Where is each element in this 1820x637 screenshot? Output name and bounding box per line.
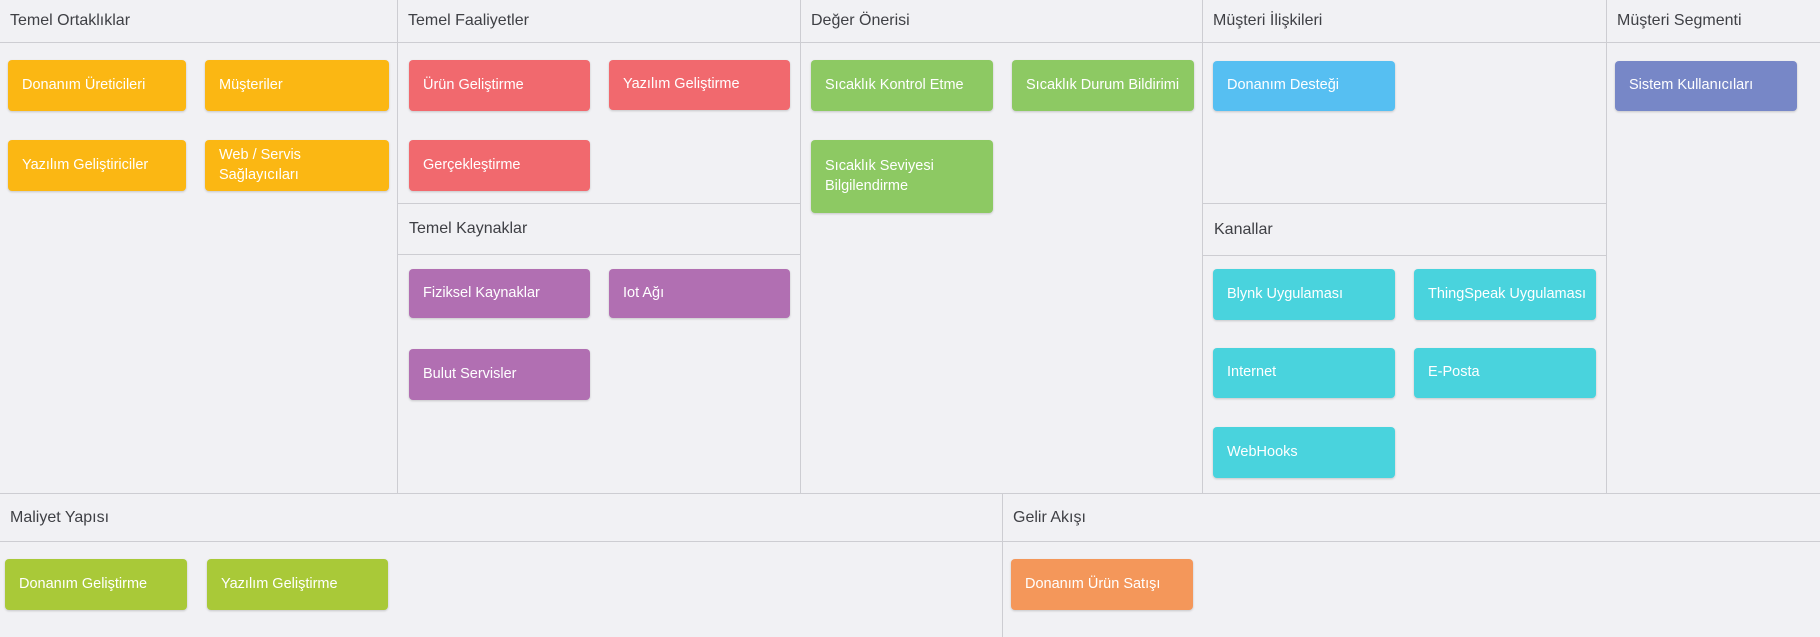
note-web-servis-saglayicilari[interactable]: Web / Servis Sağlayıcıları xyxy=(205,140,389,191)
note-iot-agi[interactable]: Iot Ağı xyxy=(609,269,790,318)
section-value-proposition: Değer Önerisi Sıcaklık Kontrol Etme Sıca… xyxy=(801,0,1203,493)
section-title: Temel Ortaklıklar xyxy=(0,0,397,43)
note-bulut-servisler[interactable]: Bulut Servisler xyxy=(409,349,590,400)
section-title: Temel Faaliyetler xyxy=(398,0,800,43)
note-e-posta[interactable]: E-Posta xyxy=(1414,348,1596,398)
note-webhooks[interactable]: WebHooks xyxy=(1213,427,1395,478)
canvas-top-row: Temel Ortaklıklar Donanım Üreticileri Mü… xyxy=(0,0,1820,493)
note-thingspeak-uygulamasi[interactable]: ThingSpeak Uygulaması xyxy=(1414,269,1596,320)
note-musteriler[interactable]: Müşteriler xyxy=(205,60,389,111)
section-title: Değer Önerisi xyxy=(801,0,1202,43)
section-title: Gelir Akışı xyxy=(1003,494,1820,542)
note-fiziksel-kaynaklar[interactable]: Fiziksel Kaynaklar xyxy=(409,269,590,318)
note-sicaklik-seviyesi-bilgilendirme[interactable]: Sıcaklık Seviyesi Bilgilendirme xyxy=(811,140,993,213)
note-yazilim-gelistirme-activity[interactable]: Yazılım Geliştirme xyxy=(609,60,790,110)
section-title: Müşteri Segmenti xyxy=(1607,0,1820,43)
note-blynk-uygulamasi[interactable]: Blynk Uygulaması xyxy=(1213,269,1395,320)
section-channels-title: Kanallar xyxy=(1203,203,1606,256)
note-donanim-urun-satisi[interactable]: Donanım Ürün Satışı xyxy=(1011,559,1193,610)
section-revenue-streams: Gelir Akışı Donanım Ürün Satışı xyxy=(1003,494,1820,637)
canvas-bottom-row: Maliyet Yapısı Donanım Geliştirme Yazılı… xyxy=(0,493,1820,637)
section-cost-structure: Maliyet Yapısı Donanım Geliştirme Yazılı… xyxy=(0,494,1003,637)
note-internet[interactable]: Internet xyxy=(1213,348,1395,398)
section-title: Maliyet Yapısı xyxy=(0,494,1002,542)
section-key-resources-title: Temel Kaynaklar xyxy=(398,203,800,255)
note-donanim-ureticileri[interactable]: Donanım Üreticileri xyxy=(8,60,186,111)
note-donanim-destegi[interactable]: Donanım Desteği xyxy=(1213,61,1395,111)
section-title: Müşteri İlişkileri xyxy=(1203,0,1606,43)
note-sistem-kullanicilari[interactable]: Sistem Kullanıcıları xyxy=(1615,61,1797,111)
note-gerceklestirme[interactable]: Gerçekleştirme xyxy=(409,140,590,191)
section-key-activities: Temel Faaliyetler Ürün Geliştirme Yazılı… xyxy=(398,0,801,493)
section-key-partners: Temel Ortaklıklar Donanım Üreticileri Mü… xyxy=(0,0,398,493)
note-yazilim-gelistirme-cost[interactable]: Yazılım Geliştirme xyxy=(207,559,388,610)
section-customer-relationships: Müşteri İlişkileri Donanım Desteği Kanal… xyxy=(1203,0,1607,493)
note-sicaklik-kontrol-etme[interactable]: Sıcaklık Kontrol Etme xyxy=(811,60,993,111)
note-yazilim-gelistiriciler[interactable]: Yazılım Geliştiriciler xyxy=(8,140,186,191)
section-customer-segments: Müşteri Segmenti Sistem Kullanıcıları xyxy=(1607,0,1820,493)
note-donanim-gelistirme[interactable]: Donanım Geliştirme xyxy=(5,559,187,610)
note-sicaklik-durum-bildirimi[interactable]: Sıcaklık Durum Bildirimi xyxy=(1012,60,1194,111)
note-urun-gelistirme[interactable]: Ürün Geliştirme xyxy=(409,60,590,111)
